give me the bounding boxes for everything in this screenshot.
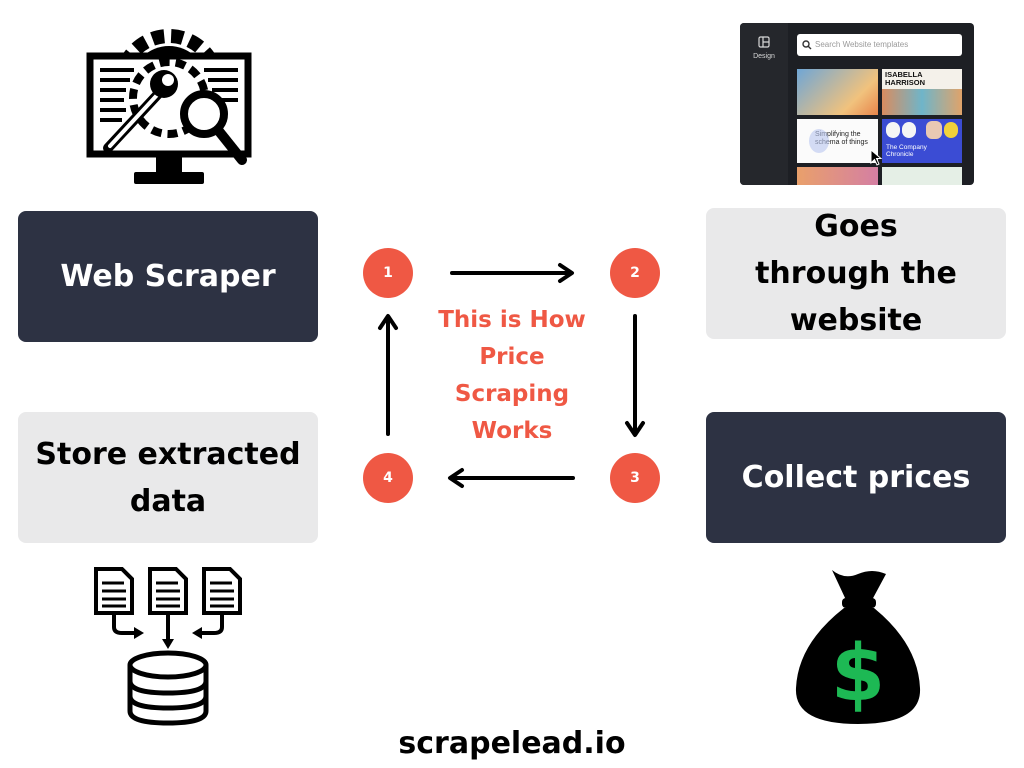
brand-footer: scrapelead.io [398, 726, 626, 761]
svg-text:$: $ [831, 629, 885, 719]
step-box-web-scraper: Web Scraper [18, 211, 318, 342]
thumb-simplifying-title: Simplifying the schema of things [815, 131, 868, 146]
template-thumb-5[interactable] [797, 167, 878, 185]
step-label-collect-prices: Collect prices [741, 460, 971, 495]
step-number-3: 3 [610, 453, 660, 503]
step-label-goes-through-website: Goes through the website [755, 209, 957, 338]
thumb-isabella-title: ISABELLA HARRISON [885, 70, 926, 87]
thumb-company-title: The Company Chronicle [886, 144, 927, 158]
step-number-1: 1 [363, 248, 413, 298]
preview-search-input[interactable]: Search Website templates [797, 34, 962, 56]
preview-sidebar: Design [740, 23, 788, 185]
step-box-goes-through-website: Goes through the website [706, 208, 1006, 339]
template-thumb-3[interactable]: Simplifying the schema of things [797, 119, 878, 163]
template-thumb-2[interactable]: ISABELLA HARRISON [882, 69, 962, 115]
template-thumb-6[interactable] [882, 167, 962, 185]
layout-icon [758, 36, 770, 48]
money-bag-icon: $ [795, 570, 921, 724]
step-label-store-data: Store extracted data [35, 436, 301, 519]
template-thumb-1[interactable] [797, 69, 878, 115]
step-box-store-data: Store extracted data [18, 412, 318, 543]
step-number-2: 2 [610, 248, 660, 298]
mouse-cursor-icon [870, 149, 883, 166]
step-box-collect-prices: Collect prices [706, 412, 1006, 543]
step-number-4: 4 [363, 453, 413, 503]
website-preview: Design Search Website templates ISABELLA… [740, 23, 974, 185]
flow-arrows [378, 263, 645, 488]
preview-search-placeholder: Search Website templates [815, 40, 909, 49]
search-icon [802, 40, 812, 50]
computer-settings-icon [86, 29, 252, 184]
template-thumb-4[interactable]: The Company Chronicle [882, 119, 962, 163]
preview-design-label: Design [753, 53, 775, 60]
step-label-web-scraper: Web Scraper [60, 259, 276, 294]
center-title: This is How Price Scraping Works [438, 307, 586, 444]
database-documents-icon [94, 567, 242, 726]
